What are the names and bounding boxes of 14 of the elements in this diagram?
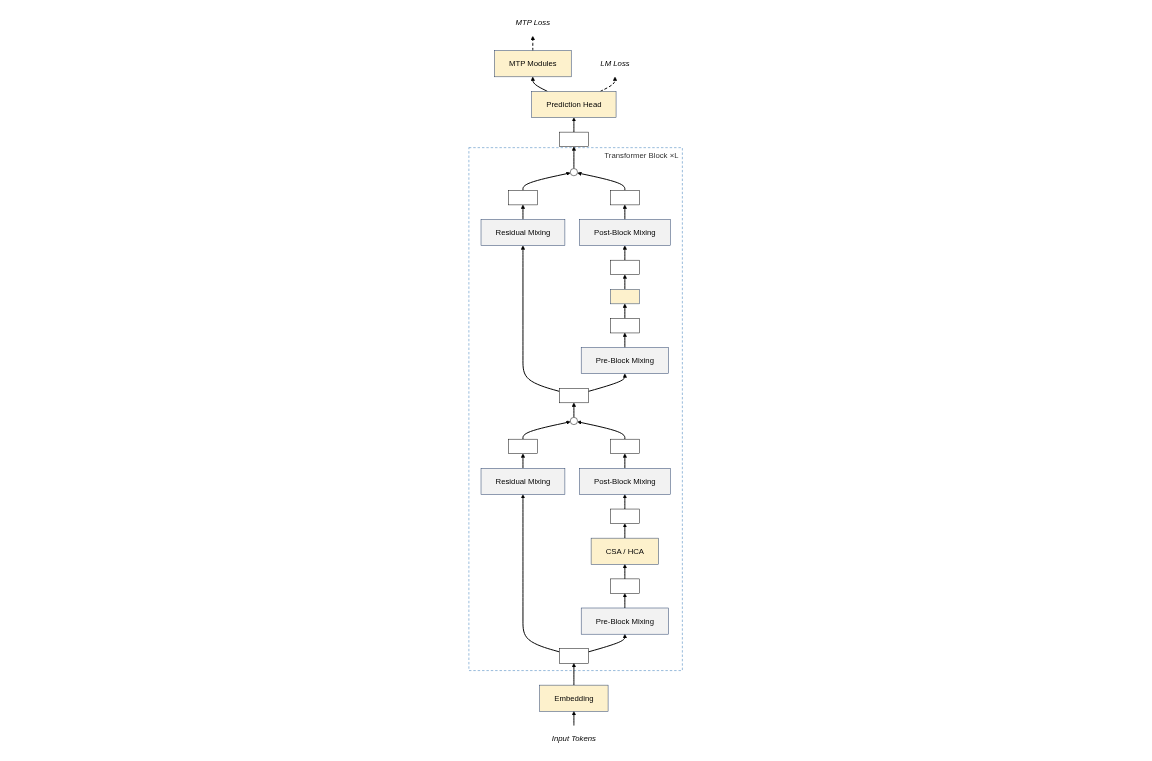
node-circle	[570, 416, 579, 425]
node-circle	[570, 167, 579, 176]
node-box	[610, 578, 640, 594]
node-box	[610, 438, 640, 454]
node-box	[610, 317, 640, 333]
node-box	[559, 648, 590, 664]
node-box	[610, 189, 640, 205]
node-box	[610, 508, 640, 524]
node-box	[610, 288, 640, 304]
node-box	[508, 438, 539, 454]
node-box	[610, 259, 640, 275]
node-box	[559, 131, 590, 147]
node-box	[559, 387, 590, 403]
node-box	[508, 189, 539, 205]
